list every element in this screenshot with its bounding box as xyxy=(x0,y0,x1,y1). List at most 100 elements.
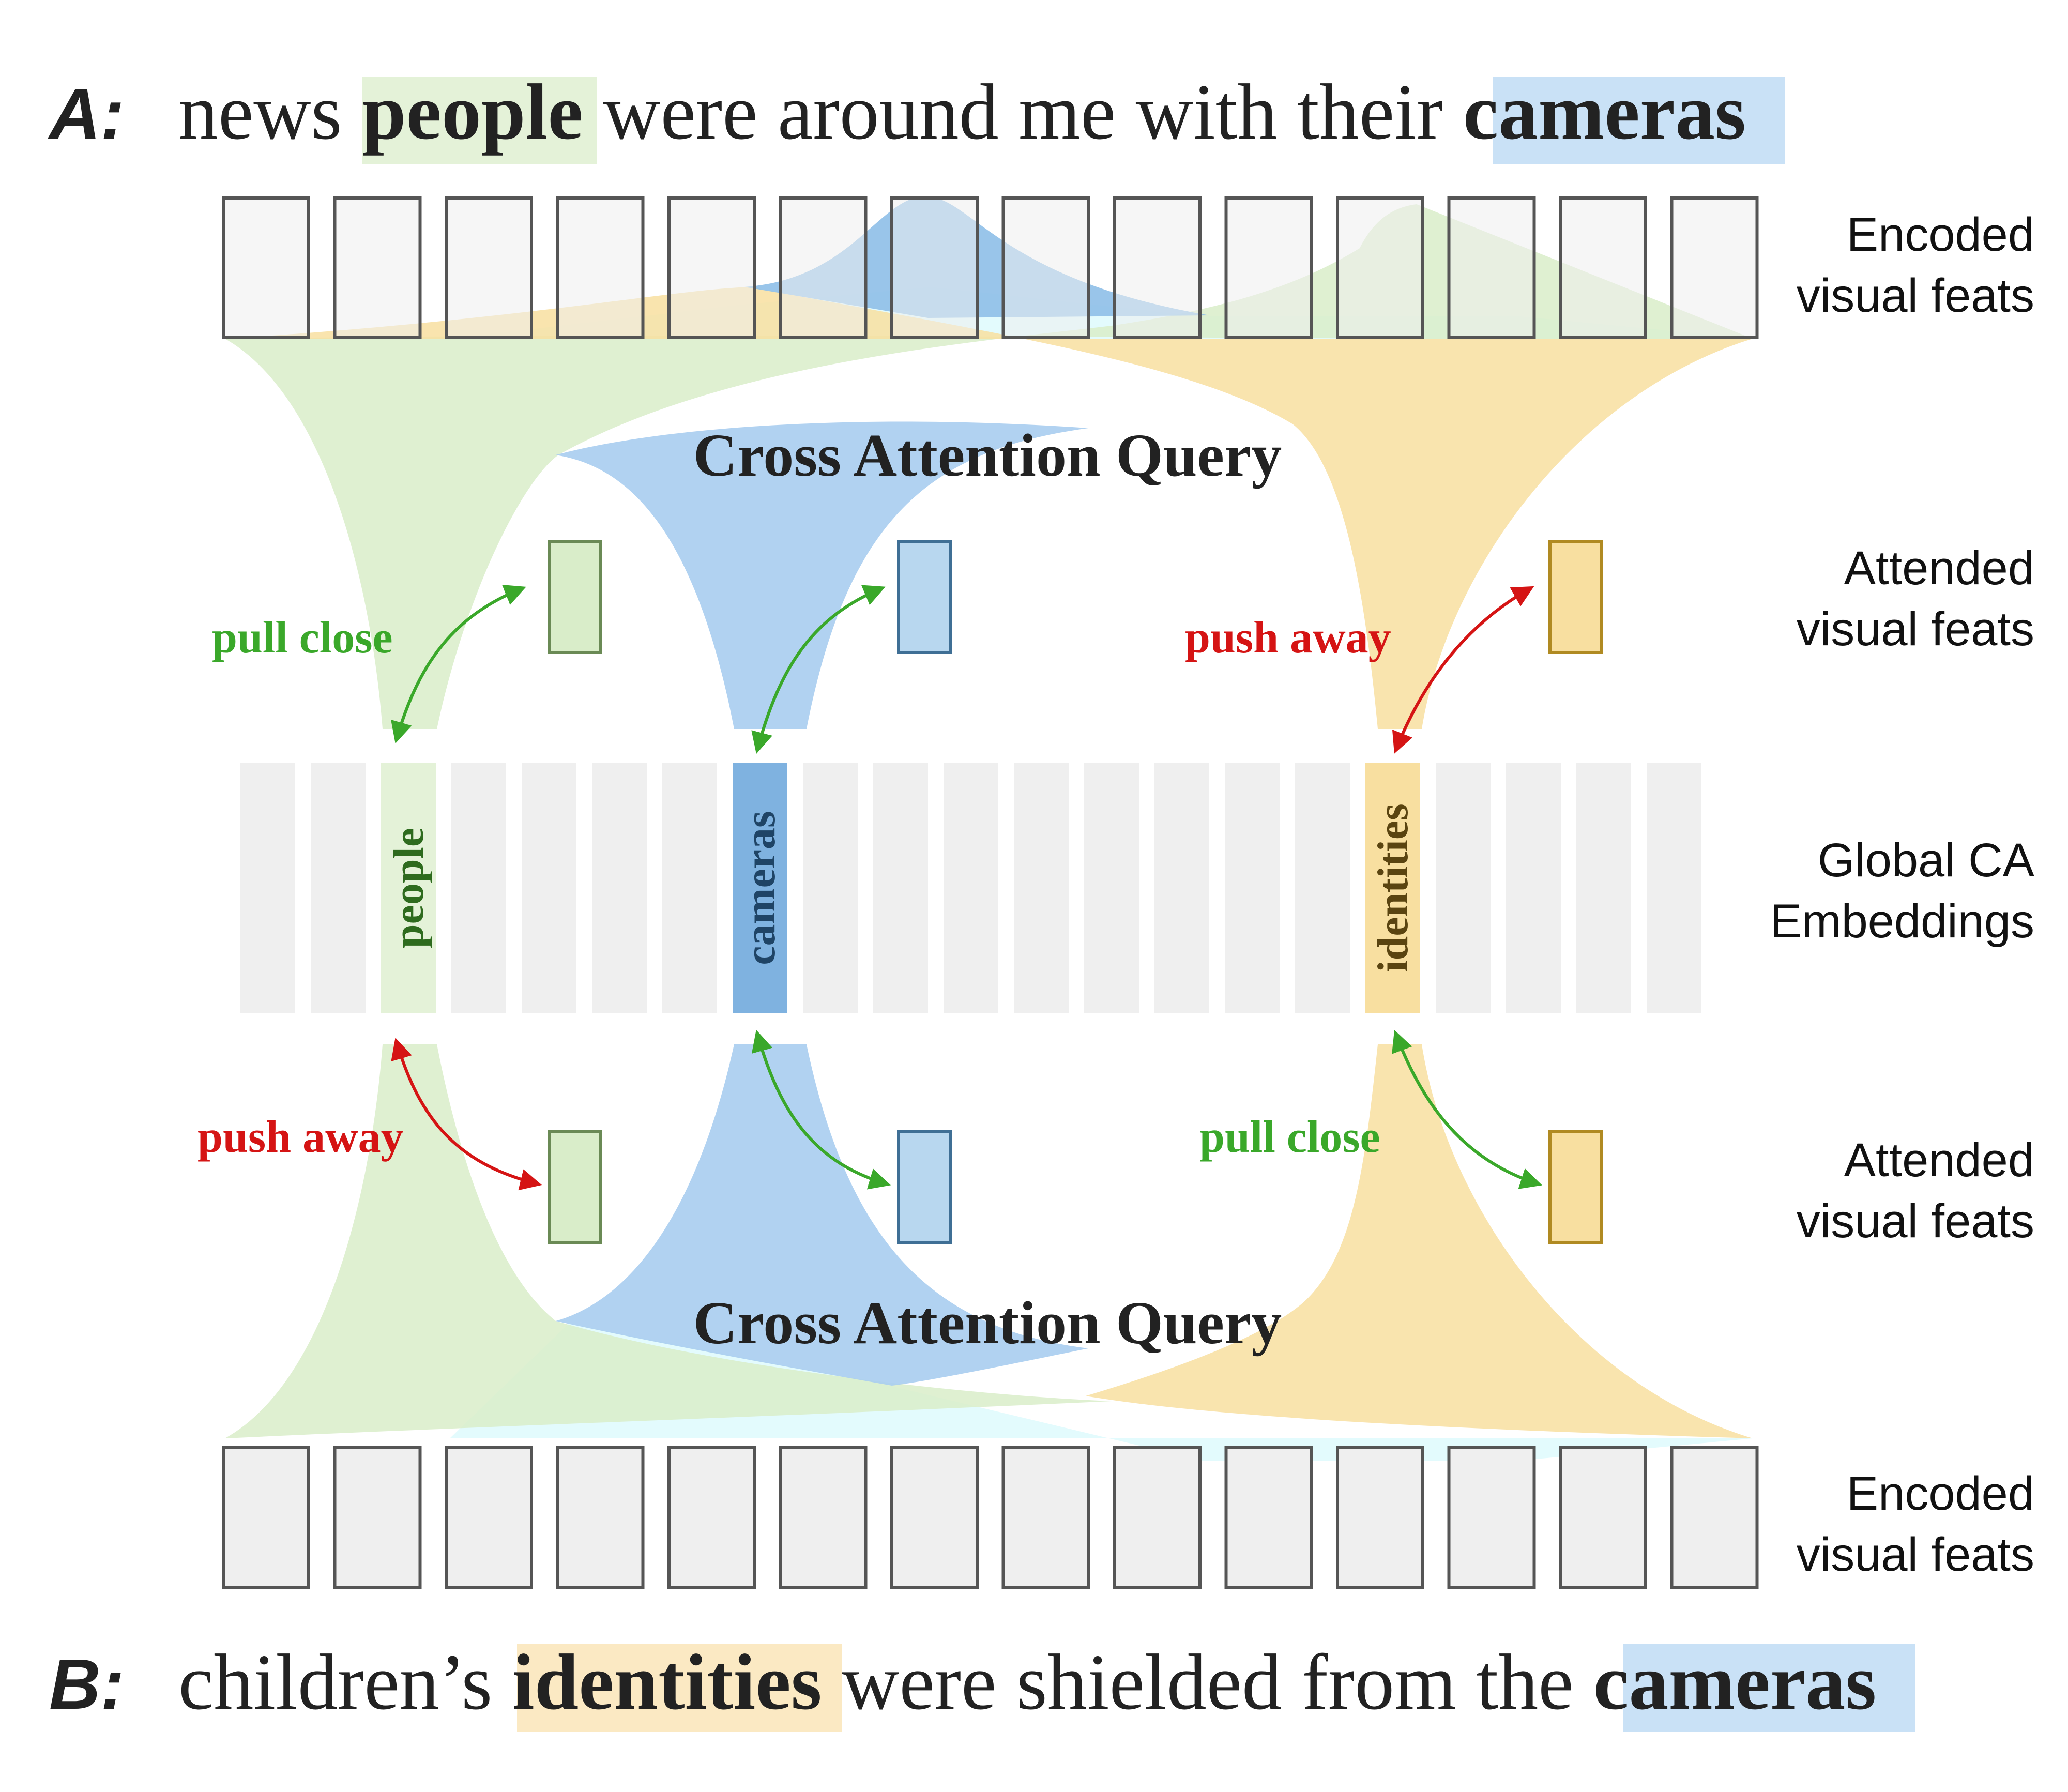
embedding-slot-14 xyxy=(1154,763,1209,1013)
highlight-people-a xyxy=(362,77,597,164)
relation-bottom-pull-close: pull close xyxy=(1199,1112,1380,1162)
encoded-feat-top-6 xyxy=(779,196,868,339)
label-global-2: Embeddings xyxy=(1770,895,2034,948)
arrow-push-top-identities xyxy=(1392,586,1534,754)
encoded-feat-top-7 xyxy=(890,196,979,339)
relation-top-pull-close: pull close xyxy=(212,613,393,663)
cross-attention-query-bottom: Cross Attention Query xyxy=(693,1289,1282,1357)
sentence-b-label: B: xyxy=(49,1645,125,1724)
encoded-feats-bottom xyxy=(222,1446,1759,1589)
arrow-pull-top-cameras xyxy=(751,585,886,754)
arrow-pull-bottom-cameras xyxy=(751,1029,891,1190)
fan-bottom-yellow xyxy=(1086,1044,1753,1438)
embedding-people xyxy=(381,763,436,1013)
embedding-label-cameras: cameras xyxy=(736,811,784,965)
embedding-slot-1 xyxy=(240,763,295,1013)
attended-feat-bottom-identities xyxy=(1548,1130,1603,1244)
encoded-feat-bottom-2 xyxy=(333,1446,422,1589)
label-attended-bottom-2: visual feats xyxy=(1797,1195,2034,1248)
encoded-feat-top-2 xyxy=(333,196,422,339)
attended-feat-bottom-people xyxy=(548,1130,602,1244)
encoded-feat-bottom-8 xyxy=(1001,1446,1090,1589)
highlight-cameras-b xyxy=(1623,1644,1915,1732)
label-global-1: Global CA xyxy=(1818,834,2035,887)
sentence-a-word-cameras: cameras xyxy=(1463,68,1746,156)
sentence-a-label: A: xyxy=(48,74,125,154)
sentence-b-word-identities: identities xyxy=(512,1638,822,1726)
encoded-feat-bottom-14 xyxy=(1670,1446,1759,1589)
encoded-feat-top-9 xyxy=(1113,196,1202,339)
sentence-a-seg-2: were around me with their xyxy=(583,68,1463,156)
label-encoded-bottom-2: visual feats xyxy=(1797,1528,2034,1581)
encoded-feat-top-5 xyxy=(667,196,756,339)
embedding-slot-9 xyxy=(803,763,858,1013)
attended-feat-top-identities xyxy=(1548,540,1603,654)
sentence-b-seg-0: children’s xyxy=(178,1638,512,1726)
embedding-slot-2 xyxy=(311,763,366,1013)
fan-top-yellow xyxy=(225,287,1753,729)
sentence-a-text: news people were around me with their ca… xyxy=(178,68,1746,156)
arrow-pull-top-people xyxy=(391,584,526,744)
sentence-a-seg-0: news xyxy=(178,68,362,156)
encoded-feat-top-1 xyxy=(222,196,310,339)
embedding-slot-18 xyxy=(1436,763,1491,1013)
sentence-b-text: children’s identities were shielded from… xyxy=(178,1638,1876,1726)
embedding-slot-20 xyxy=(1576,763,1631,1013)
label-encoded-top-1: Encoded xyxy=(1847,208,2034,261)
label-encoded-bottom-1: Encoded xyxy=(1847,1467,2034,1520)
embedding-slot-5 xyxy=(522,763,576,1013)
arrows-bottom xyxy=(391,1029,1542,1191)
embedding-slot-11 xyxy=(944,763,998,1013)
arrow-push-bottom-people xyxy=(391,1037,542,1191)
encoded-feat-bottom-11 xyxy=(1336,1446,1424,1589)
encoded-feat-bottom-13 xyxy=(1559,1446,1647,1589)
attended-feat-bottom-cameras xyxy=(897,1130,952,1244)
encoded-feat-top-10 xyxy=(1224,196,1313,339)
arrow-pull-bottom-identities xyxy=(1392,1030,1542,1189)
encoded-feat-top-12 xyxy=(1447,196,1536,339)
sentence-a: A: news people were around me with their… xyxy=(48,68,1785,164)
sentence-b-word-cameras: cameras xyxy=(1593,1638,1876,1726)
embedding-slot-10 xyxy=(873,763,928,1013)
attended-feat-top-people xyxy=(548,540,602,654)
embedding-slot-16 xyxy=(1295,763,1350,1013)
label-attended-bottom-1: Attended xyxy=(1844,1134,2034,1187)
encoded-feat-top-11 xyxy=(1336,196,1424,339)
fan-top-blue xyxy=(556,421,1088,729)
sentence-b-seg-2: were shielded from the xyxy=(822,1638,1593,1726)
label-encoded-top-2: visual feats xyxy=(1797,269,2034,322)
encoded-feat-top-13 xyxy=(1559,196,1647,339)
fan-bottom-blue xyxy=(556,1044,1088,1386)
relation-top-push-away: push away xyxy=(1185,613,1391,663)
embedding-slot-7 xyxy=(662,763,717,1013)
encoded-feat-top-4 xyxy=(556,196,645,339)
encoded-feat-bottom-1 xyxy=(222,1446,310,1589)
embedding-slot-21 xyxy=(1647,763,1701,1013)
bottom-attention-fans xyxy=(225,1044,1753,1461)
embedding-slot-6 xyxy=(592,763,647,1013)
encoded-feat-bottom-4 xyxy=(556,1446,645,1589)
encoded-feat-bottom-6 xyxy=(779,1446,868,1589)
relation-bottom-push-away: push away xyxy=(197,1112,404,1162)
encoded-feat-bottom-3 xyxy=(445,1446,533,1589)
encoded-feat-bottom-7 xyxy=(890,1446,979,1589)
embedding-slot-12 xyxy=(1014,763,1069,1013)
embedding-label-identities: identities xyxy=(1369,803,1417,973)
encoded-feat-bottom-10 xyxy=(1224,1446,1313,1589)
encoded-feat-bottom-12 xyxy=(1447,1446,1536,1589)
attended-feats-top xyxy=(548,540,1603,654)
embedding-slot-15 xyxy=(1225,763,1280,1013)
embedding-slot-19 xyxy=(1506,763,1561,1013)
encoded-feat-top-14 xyxy=(1670,196,1759,339)
embedding-identities xyxy=(1365,763,1420,1013)
attended-feat-top-cameras xyxy=(897,540,952,654)
arrows-top xyxy=(391,584,1534,754)
encoded-feat-bottom-5 xyxy=(667,1446,756,1589)
highlight-cameras-a xyxy=(1493,77,1785,164)
embedding-slot-4 xyxy=(451,763,506,1013)
encoded-feat-bottom-9 xyxy=(1113,1446,1202,1589)
encoded-feat-top-3 xyxy=(445,196,533,339)
embedding-slot-13 xyxy=(1084,763,1139,1013)
label-attended-top-1: Attended xyxy=(1844,542,2034,595)
